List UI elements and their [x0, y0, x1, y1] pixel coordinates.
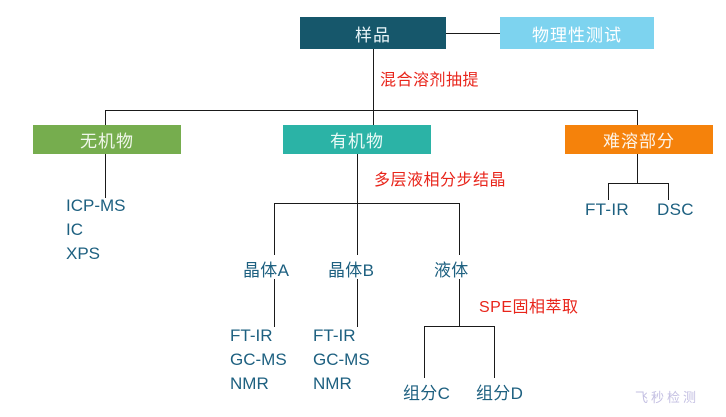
node-insoluble[interactable]: 难溶部分 [565, 125, 713, 154]
connector-bus-to-insoluble [637, 110, 638, 125]
connector-insoluble-to-dsc [668, 183, 669, 200]
connector-liquid-down [459, 279, 460, 326]
connector-crystal-b-down [357, 279, 358, 327]
connector-inorganic-down [105, 154, 106, 198]
analysis-list-crystal-b: FT-IR GC-MS NMR [313, 324, 370, 396]
connector-organic-to-crystal-a [274, 203, 275, 255]
connector-spe-bus [424, 326, 494, 327]
node-crystal-a[interactable]: 晶体A [243, 261, 290, 280]
connector-organic-to-crystal-b [357, 203, 358, 255]
connector-organic-to-liquid [459, 203, 460, 255]
analysis-item-crystal-b-1: GC-MS [313, 350, 370, 369]
node-liquid[interactable]: 液体 [434, 261, 469, 280]
analysis-item-insoluble-1: DSC [657, 200, 694, 219]
node-component-d[interactable]: 组分D [476, 384, 524, 403]
connector-organic-down [357, 154, 358, 203]
connector-insoluble-to-ftir [608, 183, 609, 200]
analysis-list-crystal-a: FT-IR GC-MS NMR [230, 324, 287, 396]
analysis-item-inorganic-2: XPS [66, 244, 101, 263]
analysis-item-inorganic-1: IC [66, 220, 83, 239]
node-component-c[interactable]: 组分C [403, 384, 451, 403]
connector-bus-to-inorganic [105, 110, 106, 125]
connector-main-bus [105, 110, 638, 111]
analysis-item-crystal-a-1: GC-MS [230, 350, 287, 369]
analysis-item-insoluble-0: FT-IR [585, 200, 629, 219]
node-inorganic[interactable]: 无机物 [33, 125, 181, 154]
analysis-item-crystal-b-2: NMR [313, 374, 352, 393]
node-organic[interactable]: 有机物 [283, 125, 431, 154]
connector-insoluble-bus [608, 183, 668, 184]
connector-spe-to-component-c [424, 326, 425, 378]
process-label-spe: SPE固相萃取 [479, 299, 579, 316]
analysis-list-inorganic: ICP-MS IC XPS [66, 194, 126, 266]
process-label-mixed-solvent-extraction: 混合溶剂抽提 [380, 72, 480, 89]
connector-bus-to-organic [373, 110, 374, 125]
node-physical-test[interactable]: 物理性测试 [500, 17, 654, 49]
connector-organic-bus [274, 203, 459, 204]
connector-insoluble-down [637, 154, 638, 183]
watermark-text: 飞秒检测 [635, 390, 700, 405]
analysis-item-crystal-a-2: NMR [230, 374, 269, 393]
analysis-item-crystal-a-0: FT-IR [230, 326, 273, 345]
connector-crystal-a-down [274, 279, 275, 327]
analysis-item-crystal-b-0: FT-IR [313, 326, 356, 345]
analysis-item-inorganic-0: ICP-MS [66, 196, 126, 215]
node-sample[interactable]: 样品 [300, 17, 446, 49]
process-label-multilayer-crystallization: 多层液相分步结晶 [374, 172, 507, 189]
connector-sample-down [373, 49, 374, 110]
connector-sample-to-physical [446, 33, 500, 34]
connector-spe-to-component-d [494, 326, 495, 378]
node-crystal-b[interactable]: 晶体B [328, 261, 375, 280]
